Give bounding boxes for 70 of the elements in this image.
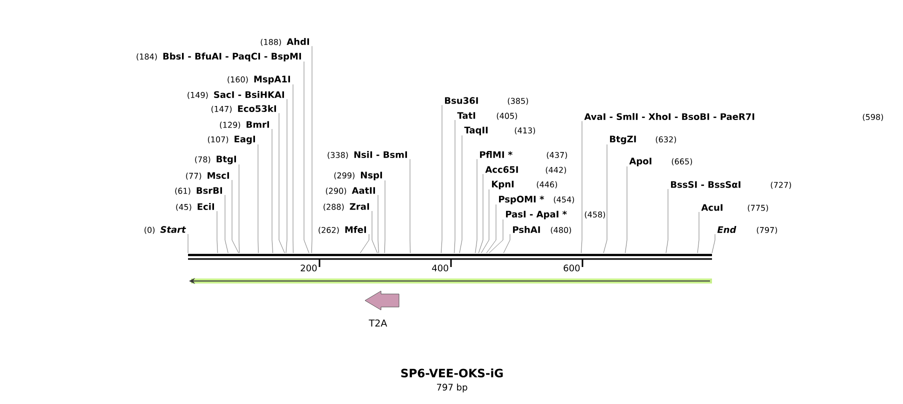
site-label: TatI (405) bbox=[457, 112, 518, 120]
leader-line bbox=[488, 219, 504, 254]
site-label: (61) BsrBI bbox=[175, 187, 222, 195]
site-label: (262) MfeI bbox=[318, 226, 366, 234]
site-label: TaqII (413) bbox=[464, 126, 536, 136]
site-label: (338) NsiI - BsmI bbox=[328, 151, 407, 159]
leader-line bbox=[666, 188, 668, 254]
leader-line bbox=[624, 166, 628, 254]
leader-line bbox=[232, 180, 239, 254]
leader-line bbox=[712, 234, 716, 254]
leader-line bbox=[311, 46, 312, 254]
leader-line bbox=[372, 210, 378, 254]
leader-line bbox=[503, 234, 510, 254]
site-label: (0) Start bbox=[144, 226, 186, 234]
tick-label: 400 bbox=[432, 264, 448, 272]
tick-label: 200 bbox=[300, 264, 317, 272]
leader-line bbox=[224, 194, 228, 254]
leader-line bbox=[480, 189, 490, 254]
leader-line bbox=[238, 164, 240, 254]
site-label: (107) EagI bbox=[208, 136, 255, 144]
site-label: (288) ZraI bbox=[324, 203, 369, 211]
leader-line bbox=[603, 144, 608, 254]
site-label: AvaI - SmlI - XhoI - BsoBI - PaeR7I (598) bbox=[584, 113, 883, 121]
site-label: PflMI * (437) bbox=[480, 151, 568, 159]
leader-line bbox=[216, 210, 218, 254]
leader-line bbox=[286, 98, 288, 254]
leader-line bbox=[384, 180, 386, 254]
leader-line bbox=[459, 135, 462, 254]
site-label: (147) Eco53kI bbox=[211, 105, 276, 113]
leader-line bbox=[478, 174, 484, 254]
leader-line bbox=[580, 120, 582, 254]
site-label: Bsu36I (385) bbox=[445, 97, 528, 105]
dna-backbone bbox=[188, 254, 712, 260]
map-title: SP6-VEE-OKS-iG bbox=[401, 368, 503, 378]
site-label: (160) MspA1I bbox=[228, 76, 290, 84]
tick-label: 600 bbox=[564, 264, 580, 272]
site-label: Acc65I (442) bbox=[485, 166, 566, 174]
sequence-length: 797 bp bbox=[437, 384, 468, 392]
sequence-feature: T2A bbox=[364, 290, 400, 327]
site-label: (129) BmrI bbox=[220, 121, 269, 129]
site-label: (188) AhdI bbox=[260, 38, 309, 46]
leader-line bbox=[360, 234, 370, 254]
site-label: PshAI (480) bbox=[513, 226, 572, 234]
site-label: PasI - ApaI * (458) bbox=[506, 210, 606, 220]
site-label: (290) AatII bbox=[326, 187, 375, 195]
site-label: End (797) bbox=[717, 226, 777, 234]
site-label: KpnI (446) bbox=[492, 180, 558, 190]
leader-line bbox=[258, 144, 259, 254]
leader-line bbox=[697, 212, 700, 254]
site-label: (78) BtgI bbox=[195, 156, 236, 164]
leader-line bbox=[292, 84, 294, 254]
site-label: BtgZI (632) bbox=[610, 136, 676, 144]
node-label: T2A bbox=[368, 319, 388, 327]
site-label: ApoI (665) bbox=[629, 158, 692, 166]
leader-line bbox=[304, 61, 310, 254]
leader-line bbox=[454, 120, 456, 254]
site-label: (77) MscI bbox=[186, 172, 229, 180]
site-label: PspOMI * (454) bbox=[499, 196, 574, 204]
leader-line bbox=[475, 158, 478, 254]
site-label: (184) BbsI - BfuAI - PaqCI - BspMI bbox=[136, 52, 301, 62]
site-label: (299) NspI bbox=[334, 172, 382, 180]
site-label: AcuI (775) bbox=[701, 204, 768, 212]
leader-line bbox=[278, 112, 285, 254]
leader-line bbox=[378, 194, 379, 254]
site-label: BssSI - BssSαI (727) bbox=[671, 181, 791, 189]
site-label: (149) SacI - BsiHKAI bbox=[188, 91, 284, 99]
leader-line bbox=[272, 128, 274, 254]
leader-line bbox=[486, 204, 496, 254]
site-label: (45) EciI bbox=[176, 203, 214, 211]
leader-line bbox=[440, 104, 442, 254]
